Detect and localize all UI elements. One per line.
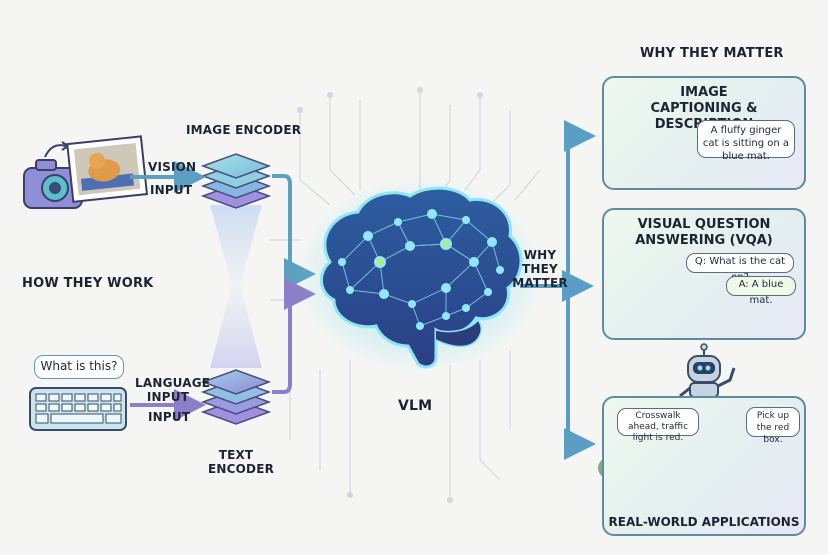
language-input-label: LANGUAGE INPUT [135, 376, 211, 404]
language-input-label-2: INPUT [148, 410, 191, 424]
what-is-this-text: What is this? [40, 359, 118, 373]
why-they-matter-header: WHY THEY MATTER [640, 46, 784, 61]
encoder-beam [210, 205, 262, 368]
answer-bubble: A: A blue mat. [726, 276, 796, 306]
keyboard-icon [29, 387, 127, 431]
vqa-card: VISUAL QUESTION ANSWERING (VQA) [602, 208, 806, 340]
caption-bubble: A fluffy ginger cat is sitting on a blue… [697, 120, 795, 162]
circuit-traces [270, 86, 541, 504]
text-to-vlm-arrow [272, 278, 316, 394]
text-encoder-label: TEXT ENCODER [208, 448, 275, 476]
text-encoder-stack [200, 369, 272, 425]
vqa-title: VISUAL QUESTION ANSWERING (VQA) [635, 217, 773, 248]
realworld-title: REAL-WORLD APPLICATIONS [608, 515, 800, 529]
pickup-text: Pick up the red box. [756, 411, 790, 445]
robot-icon [679, 343, 736, 398]
why-they-matter-center: WHY THEY MATTER [512, 248, 568, 290]
question-bubble: Q: What is the cat on? [686, 253, 794, 283]
vlm-label: VLM [398, 398, 433, 414]
caption-text: A fluffy ginger cat is sitting on a blue… [702, 125, 790, 162]
image-encoder-stack [200, 153, 272, 209]
answer-text: A: A blue mat. [738, 279, 784, 306]
how-they-work-label: HOW THEY WORK [22, 276, 154, 291]
vision-input-label: INPUT [150, 183, 193, 197]
vision-label: VISION [148, 160, 197, 174]
cat-photo-icon [66, 135, 149, 203]
image-encoder-label: IMAGE ENCODER [186, 123, 302, 137]
brain-icon [320, 186, 523, 369]
crosswalk-text: Crosswalk ahead, traffic light is red. [627, 411, 689, 443]
crosswalk-bubble: Crosswalk ahead, traffic light is red. [617, 408, 699, 443]
pickup-bubble: Pick up the red box. [746, 407, 800, 445]
output-arrows [520, 120, 596, 460]
what-is-this-bubble: What is this? [34, 355, 124, 379]
